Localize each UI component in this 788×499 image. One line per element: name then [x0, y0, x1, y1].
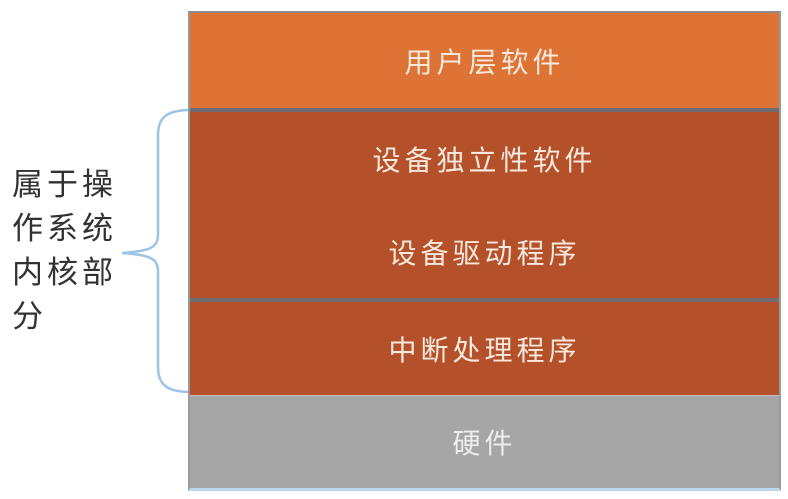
kernel-side-label-line: 内核部	[12, 255, 117, 290]
kernel-side-label-line: 作系统	[12, 211, 117, 246]
layer-user-software: 用户层软件	[190, 13, 779, 108]
layer-interrupt-handler: 中断处理程序	[190, 302, 779, 395]
kernel-side-label-line: 分	[12, 299, 47, 334]
layer-device-independent-software-label: 设备独立性软件	[372, 145, 597, 177]
kernel-side-label-line: 属于操	[12, 167, 117, 202]
kernel-brace-icon	[121, 108, 193, 394]
layer-device-independent-software: 设备独立性软件	[190, 112, 779, 205]
kernel-side-label: 属于操 作系统 内核部 分	[12, 163, 152, 339]
layer-interrupt-handler-label: 中断处理程序	[388, 335, 581, 367]
layer-user-software-label: 用户层软件	[404, 47, 565, 79]
layer-kernel-upper-block: 设备独立性软件 设备驱动程序	[190, 112, 779, 298]
layer-stack: 用户层软件 设备独立性软件 设备驱动程序 中断处理程序 硬件	[188, 11, 781, 491]
divider-user-kernel	[190, 108, 779, 112]
layer-hardware: 硬件	[190, 395, 779, 488]
layer-hardware-label: 硬件	[452, 429, 517, 460]
layer-device-driver-label: 设备驱动程序	[388, 238, 581, 270]
divider-driver-interrupt	[190, 298, 779, 302]
layer-device-driver: 设备驱动程序	[190, 205, 779, 298]
